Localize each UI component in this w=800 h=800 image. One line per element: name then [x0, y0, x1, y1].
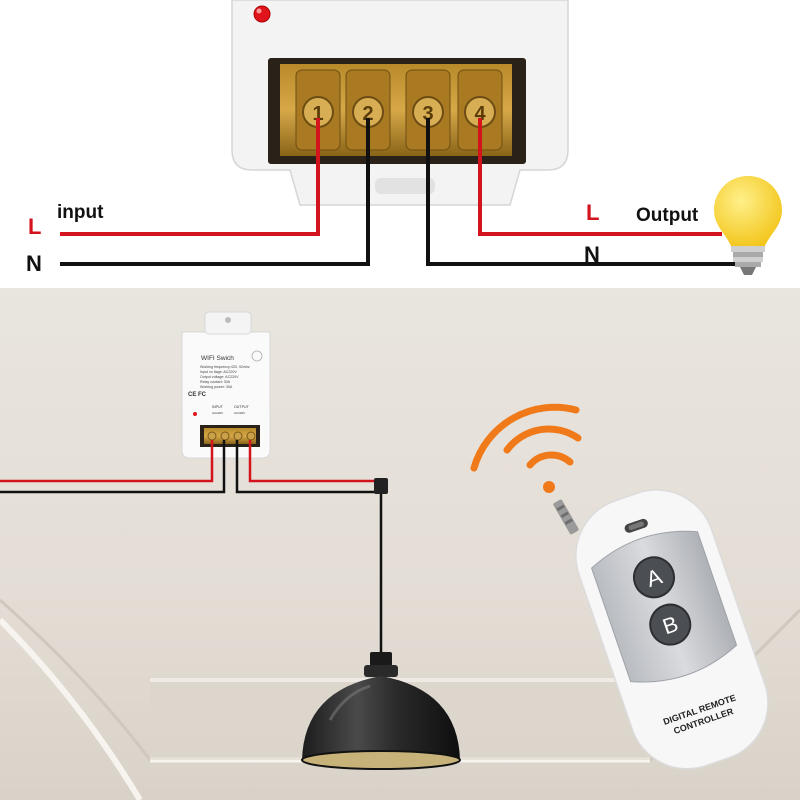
output-live-wire [478, 118, 722, 236]
remote-control: A B DIGITAL REMOTE CONTROLLER [553, 489, 769, 770]
module-spec-line: Input vo ltage: AC220V [200, 370, 237, 374]
wireless-signal-icon [470, 403, 582, 493]
terminal-number: 1 [312, 103, 323, 125]
button-b[interactable] [645, 599, 696, 650]
relay-slot [375, 178, 435, 194]
module-cert: CE FC [188, 392, 207, 398]
terminal-screws: 1 2 3 4 [295, 69, 503, 151]
terminal-number: 2 [362, 103, 373, 125]
terminal-number: 3 [422, 103, 433, 125]
input-neutral-wire [60, 118, 370, 266]
module-output-voltage: AC220V [234, 411, 245, 415]
module-input-label: INPUT [212, 405, 224, 409]
button-a[interactable] [629, 552, 680, 603]
wifi-switch-module: WIFI Swich Working frequency:433. 92mhzI… [181, 311, 271, 459]
wiring-diagram: 1 2 3 4 L input N L Output N [26, 0, 782, 276]
ceiling-mount [374, 478, 388, 494]
power-led [253, 5, 271, 23]
pendant-lamp-icon [301, 652, 461, 770]
room-scene: WIFI Swich Working frequency:433. 92mhzI… [0, 288, 800, 800]
module-input-voltage: AC220V [212, 411, 223, 415]
module-spec-line: Working power: 30A [200, 385, 233, 389]
module-spec-line: Output voltage: AC220V [200, 375, 239, 379]
light-bulb-icon [714, 176, 782, 275]
room-neutral-out [235, 440, 380, 494]
output-neutral-wire [426, 118, 740, 266]
input-live-wire [60, 118, 320, 236]
room-live-out [248, 440, 380, 483]
output-l-label: L [586, 200, 599, 225]
output-label: Output [636, 205, 699, 226]
module-led [193, 412, 197, 416]
room-neutral-in [0, 440, 226, 494]
module-title: WIFI Swich [201, 355, 234, 362]
room-live-in [0, 440, 214, 483]
module-output-label: OUTPUT [234, 405, 250, 409]
module-spec-line: Relay contact: 30A [200, 380, 231, 384]
module-button-icon [251, 350, 263, 362]
input-label: input [57, 202, 104, 223]
input-l-label: L [28, 214, 41, 239]
module-spec-line: Working frequency:433. 92mhz [200, 365, 250, 369]
output-n-label: N [584, 242, 600, 267]
terminal-number: 4 [474, 103, 486, 125]
input-n-label: N [26, 251, 42, 276]
